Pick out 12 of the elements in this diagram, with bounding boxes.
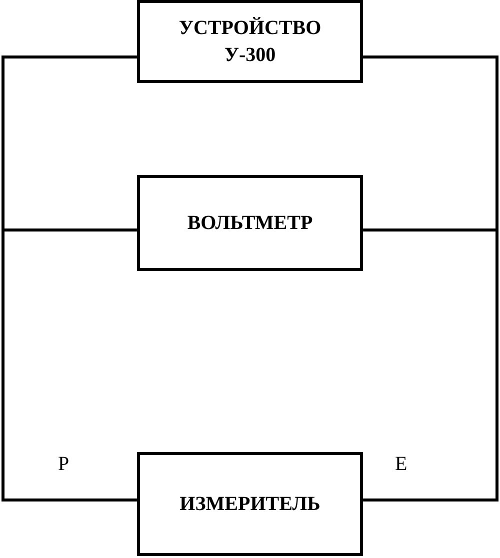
terminal-label: E (395, 453, 408, 476)
wire (2, 228, 137, 502)
wire (363, 228, 498, 502)
block-box (137, 175, 363, 271)
block-label: ИЗМЕРИТЕЛЬ (180, 492, 320, 516)
terminal-label: P (58, 453, 70, 476)
block-label: УСТРОЙСТВО У-300 (178, 16, 322, 68)
block-box (137, 0, 363, 83)
block-box (137, 452, 363, 556)
block-label: ВОЛЬТМЕТР (187, 210, 313, 236)
wire (363, 56, 498, 232)
wire (2, 56, 137, 232)
